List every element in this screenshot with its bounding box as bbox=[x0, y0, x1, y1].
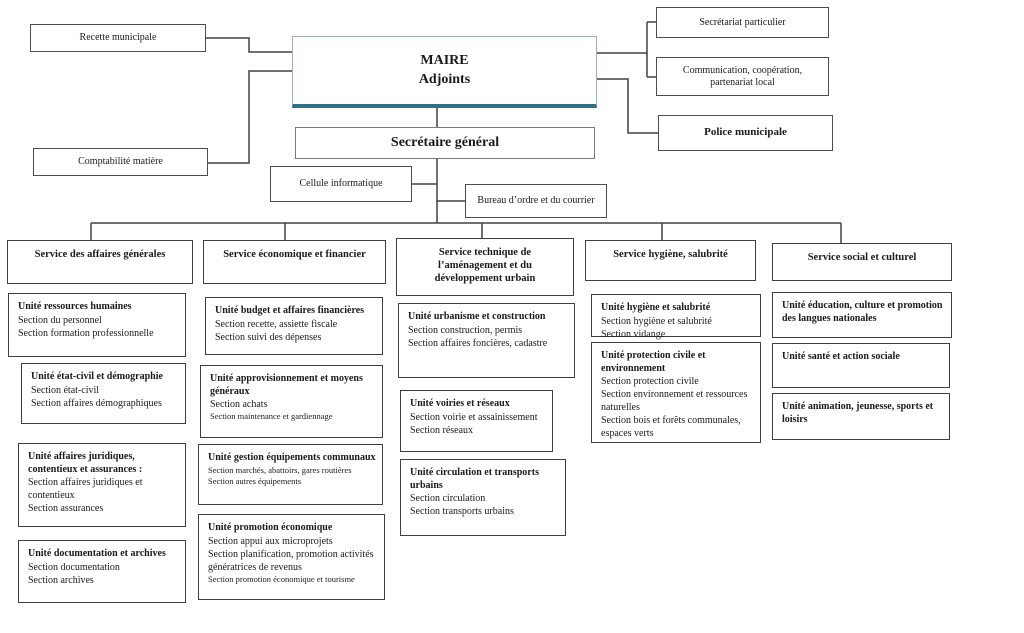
unit-section: Section planification, promotion activit… bbox=[208, 548, 374, 573]
unit-section: Section protection civile bbox=[601, 376, 699, 387]
unit-section: Section documentation bbox=[28, 561, 120, 573]
service-hygiene-salubrite: Service hygiène, salubrité bbox=[585, 240, 756, 281]
box-maire-adjoints: MAIRE Adjoints bbox=[292, 36, 597, 108]
unit-section: Section achats bbox=[210, 399, 268, 410]
service-affaires-generales: Service des affaires générales bbox=[7, 240, 193, 284]
unit-section: Section circulation bbox=[410, 493, 486, 504]
unit-section: Section voirie et assainissement bbox=[410, 411, 538, 423]
unit-etat-civil-demographie: Unité état-civil et démographie Section … bbox=[21, 363, 186, 424]
maire-title: MAIRE bbox=[420, 52, 469, 68]
box-cellule-informatique: Cellule informatique bbox=[270, 166, 412, 202]
unit-title: Unité animation, jeunesse, sports et loi… bbox=[782, 401, 934, 425]
unit-section: Section autres équipements bbox=[208, 475, 302, 486]
unit-education-culture-langues: Unité éducation, culture et promotion de… bbox=[772, 292, 952, 338]
unit-title: Unité état-civil et démographie bbox=[31, 371, 163, 382]
box-police-municipale: Police municipale bbox=[658, 115, 833, 151]
box-bureau-ordre-courrier: Bureau d’ordre et du courrier bbox=[465, 184, 607, 218]
unit-title: Unité approvisionnement et moyens généra… bbox=[210, 373, 363, 397]
unit-approvisionnement-moyens-generaux: Unité approvisionnement et moyens généra… bbox=[200, 365, 383, 438]
unit-section: Section maintenance et gardiennage bbox=[210, 411, 333, 421]
unit-section: Section appui aux microprojets bbox=[208, 535, 333, 547]
unit-title: Unité protection civile et environnement bbox=[601, 350, 706, 374]
unit-title: Unité urbanisme et construction bbox=[408, 311, 546, 322]
box-communication-cooperation: Communication, coopération, partenariat … bbox=[656, 57, 829, 96]
unit-protection-civile-environnement: Unité protection civile et environnement… bbox=[591, 342, 761, 443]
unit-section: Section assurances bbox=[28, 503, 104, 514]
unit-urbanisme-construction: Unité urbanisme et construction Section … bbox=[398, 303, 575, 378]
unit-title: Unité hygiène et salubrité bbox=[601, 302, 711, 313]
unit-gestion-equipements-communaux: Unité gestion équipements communaux Sect… bbox=[198, 444, 383, 505]
unit-animation-jeunesse-sports: Unité animation, jeunesse, sports et loi… bbox=[772, 393, 950, 440]
unit-title: Unité ressources humaines bbox=[18, 301, 132, 312]
unit-affaires-juridiques: Unité affaires juridiques, contentieux e… bbox=[18, 443, 186, 527]
unit-promotion-economique: Unité promotion économique Section appui… bbox=[198, 514, 385, 600]
unit-title: Unité gestion équipements communaux bbox=[208, 452, 376, 463]
maire-subtitle: Adjoints bbox=[418, 71, 471, 87]
box-secretariat-particulier: Secrétariat particulier bbox=[656, 7, 829, 38]
unit-section: Section du personnel bbox=[18, 314, 102, 326]
unit-circulation-transports: Unité circulation et transports urbains … bbox=[400, 459, 566, 536]
unit-title: Unité promotion économique bbox=[208, 522, 333, 533]
unit-section: Section hygiène et salubrité bbox=[601, 315, 712, 327]
unit-section: Section réseaux bbox=[410, 424, 474, 436]
unit-section: Section transports urbains bbox=[410, 506, 514, 517]
unit-section: Section archives bbox=[28, 574, 94, 586]
unit-section: Section état-civil bbox=[31, 384, 100, 396]
box-recette-municipale: Recette municipale bbox=[30, 24, 206, 52]
unit-section: Section vidange bbox=[601, 328, 666, 340]
unit-section: Section marchés, abattoirs, gares routiè… bbox=[208, 464, 352, 475]
service-technique-amenagement: Service technique de l’aménagement et du… bbox=[396, 238, 574, 296]
unit-section: Section suivi des dépenses bbox=[215, 331, 322, 343]
unit-budget-affaires-financieres: Unité budget et affaires financières Sec… bbox=[205, 297, 383, 355]
box-comptabilite-matiere: Comptabilité matière bbox=[33, 148, 208, 176]
unit-sante-action-sociale: Unité santé et action sociale bbox=[772, 343, 950, 388]
unit-section: Section bois et forêts communales, espac… bbox=[601, 415, 741, 439]
unit-title: Unité budget et affaires financières bbox=[215, 305, 365, 316]
unit-title: Unité affaires juridiques, contentieux e… bbox=[28, 451, 143, 475]
unit-section: Section recette, assiette fiscale bbox=[215, 318, 338, 330]
unit-section: Section construction, permis bbox=[408, 324, 523, 336]
unit-documentation-archives: Unité documentation et archives Section … bbox=[18, 540, 186, 603]
unit-title: Unité éducation, culture et promotion de… bbox=[782, 300, 943, 324]
unit-section: Section affaires juridiques et contentie… bbox=[28, 477, 143, 501]
unit-title: Unité circulation et transports urbains bbox=[410, 467, 539, 491]
unit-voiries-reseaux: Unité voiries et réseaux Section voirie … bbox=[400, 390, 553, 452]
service-social-culturel: Service social et culturel bbox=[772, 243, 952, 281]
unit-section: Section affaires foncières, cadastre bbox=[408, 337, 548, 349]
unit-section: Section environnement et ressources natu… bbox=[601, 389, 748, 413]
unit-ressources-humaines: Unité ressources humaines Section du per… bbox=[8, 293, 186, 357]
unit-section: Section formation professionnelle bbox=[18, 327, 154, 339]
unit-section: Section promotion économique et tourisme bbox=[208, 573, 355, 584]
box-secretaire-general: Secrétaire général bbox=[295, 127, 595, 159]
unit-title: Unité voiries et réseaux bbox=[410, 398, 510, 409]
unit-title: Unité santé et action sociale bbox=[782, 351, 900, 362]
unit-hygiene-salubrite: Unité hygiène et salubrité Section hygiè… bbox=[591, 294, 761, 340]
unit-section: Section affaires démographiques bbox=[31, 397, 162, 409]
unit-title: Unité documentation et archives bbox=[28, 548, 166, 559]
service-economique-financier: Service économique et financier bbox=[203, 240, 386, 284]
